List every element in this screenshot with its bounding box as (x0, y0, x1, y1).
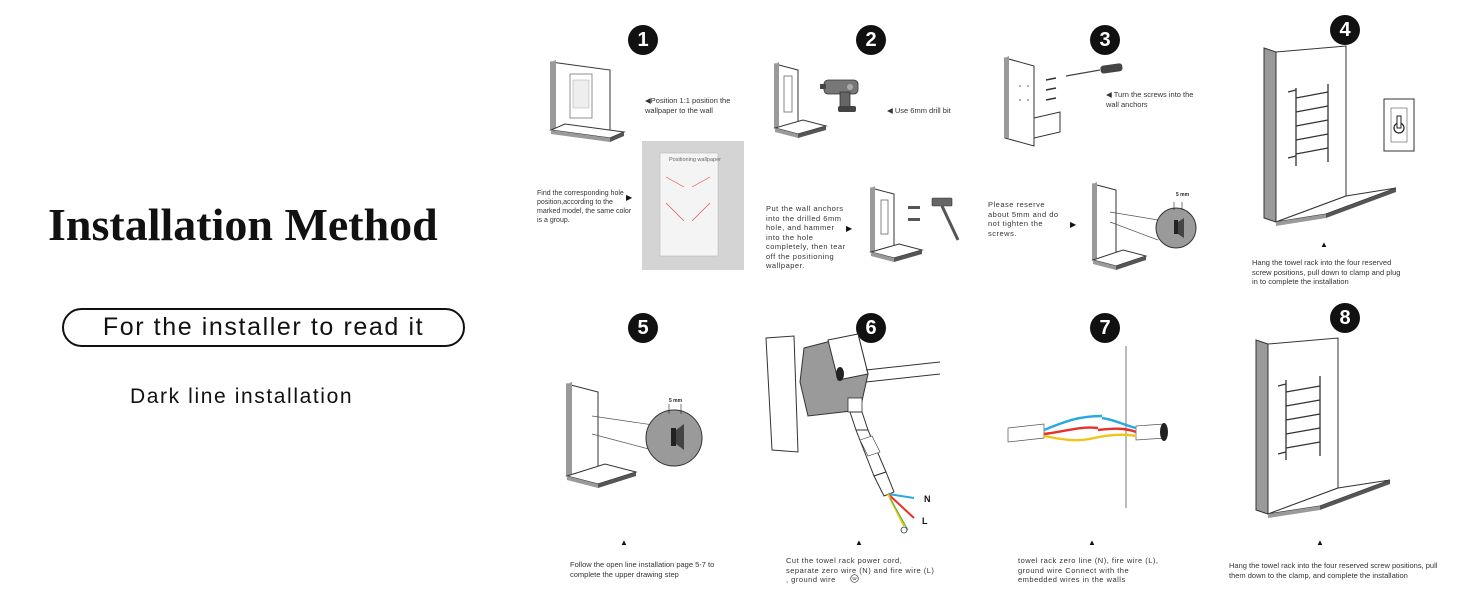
step-1-note-position: ◀Position 1:1 position the wallpaper to … (645, 96, 731, 115)
ground-symbol-icon (850, 574, 859, 583)
step-5-dimension-label: 5 mm (669, 398, 683, 404)
step-6-badge: 6 (856, 313, 886, 343)
hammer-icon (931, 197, 960, 241)
keyhole-bracket-icon (1383, 98, 1415, 152)
step-7-wire-connection-illustration (1007, 346, 1168, 508)
step-4-towel-rack-wall-illustration (1263, 45, 1397, 226)
step-1-pointer-icon: ▶ (626, 193, 633, 202)
step-2-anchors-wall-illustration (869, 186, 924, 262)
step-1-note-holes: Find the corresponding hole position,acc… (537, 190, 632, 224)
step-3-note-screws: ◀ Turn the screws into the wall anchors (1106, 90, 1194, 109)
step-4-up-arrow-icon: ▲ (1320, 240, 1328, 249)
step-8-up-arrow-icon: ▲ (1316, 538, 1324, 547)
screwdriver-icon (1065, 63, 1123, 77)
step-5-up-arrow-icon: ▲ (620, 538, 628, 547)
step-3-note-reserve: Please reserve about 5mm and do not tigh… (988, 200, 1059, 238)
step-6-power-cord-illustration (765, 333, 941, 534)
step-2-pointer-icon: ▶ (846, 224, 853, 233)
step-6-neutral-label: N (924, 494, 931, 504)
step-7-note: towel rack zero line (N), fire wire (L),… (1018, 556, 1159, 584)
step-3-screw-detail-illustration (1091, 182, 1197, 270)
step-5-screw-detail-illustration (565, 382, 703, 488)
step-3-wall-illustration (1004, 56, 1061, 147)
step-4-note-hang: Hang the towel rack into the four reserv… (1252, 258, 1401, 286)
page-title: Installation Method (48, 199, 438, 250)
step-3-badge: 3 (1090, 25, 1120, 55)
step-4-badge: 4 (1330, 15, 1360, 45)
step-2-badge: 2 (856, 25, 886, 55)
step-2-note-anchors: Put the wall anchors into the drilled 6m… (766, 204, 846, 270)
step-2-wall-illustration (773, 62, 828, 138)
step-3-dimension-label: 5 mm (1176, 192, 1190, 198)
drill-icon (820, 79, 859, 112)
step-7-badge: 7 (1090, 313, 1120, 343)
step-1-wall-illustration (549, 60, 626, 142)
step-5-badge: 5 (628, 313, 658, 343)
step-3-pointer-icon: ▶ (1070, 220, 1077, 229)
installation-type-label: Dark line installation (130, 385, 354, 408)
step-6-note: Cut the towel rack power cord, separate … (786, 556, 935, 584)
step-2-note-drill: ◀ Use 6mm drill bit (887, 106, 951, 115)
step-6-live-label: L (922, 516, 928, 526)
step-1-positioning-wallpaper (642, 141, 744, 270)
step-1-badge: 1 (628, 25, 658, 55)
step-8-towel-rack-wall-illustration (1255, 337, 1391, 518)
step-8-badge: 8 (1330, 303, 1360, 333)
step-6-up-arrow-icon: ▲ (855, 538, 863, 547)
installer-pill-label: For the installer to read it (62, 308, 465, 347)
step-7-up-arrow-icon: ▲ (1088, 538, 1096, 547)
step-1-wallpaper-label: Positioning wallpaper (669, 157, 721, 163)
step-5-note: Follow the open line installation page 5… (570, 560, 715, 579)
step-8-note: Hang the towel rack into the four reserv… (1229, 561, 1438, 580)
